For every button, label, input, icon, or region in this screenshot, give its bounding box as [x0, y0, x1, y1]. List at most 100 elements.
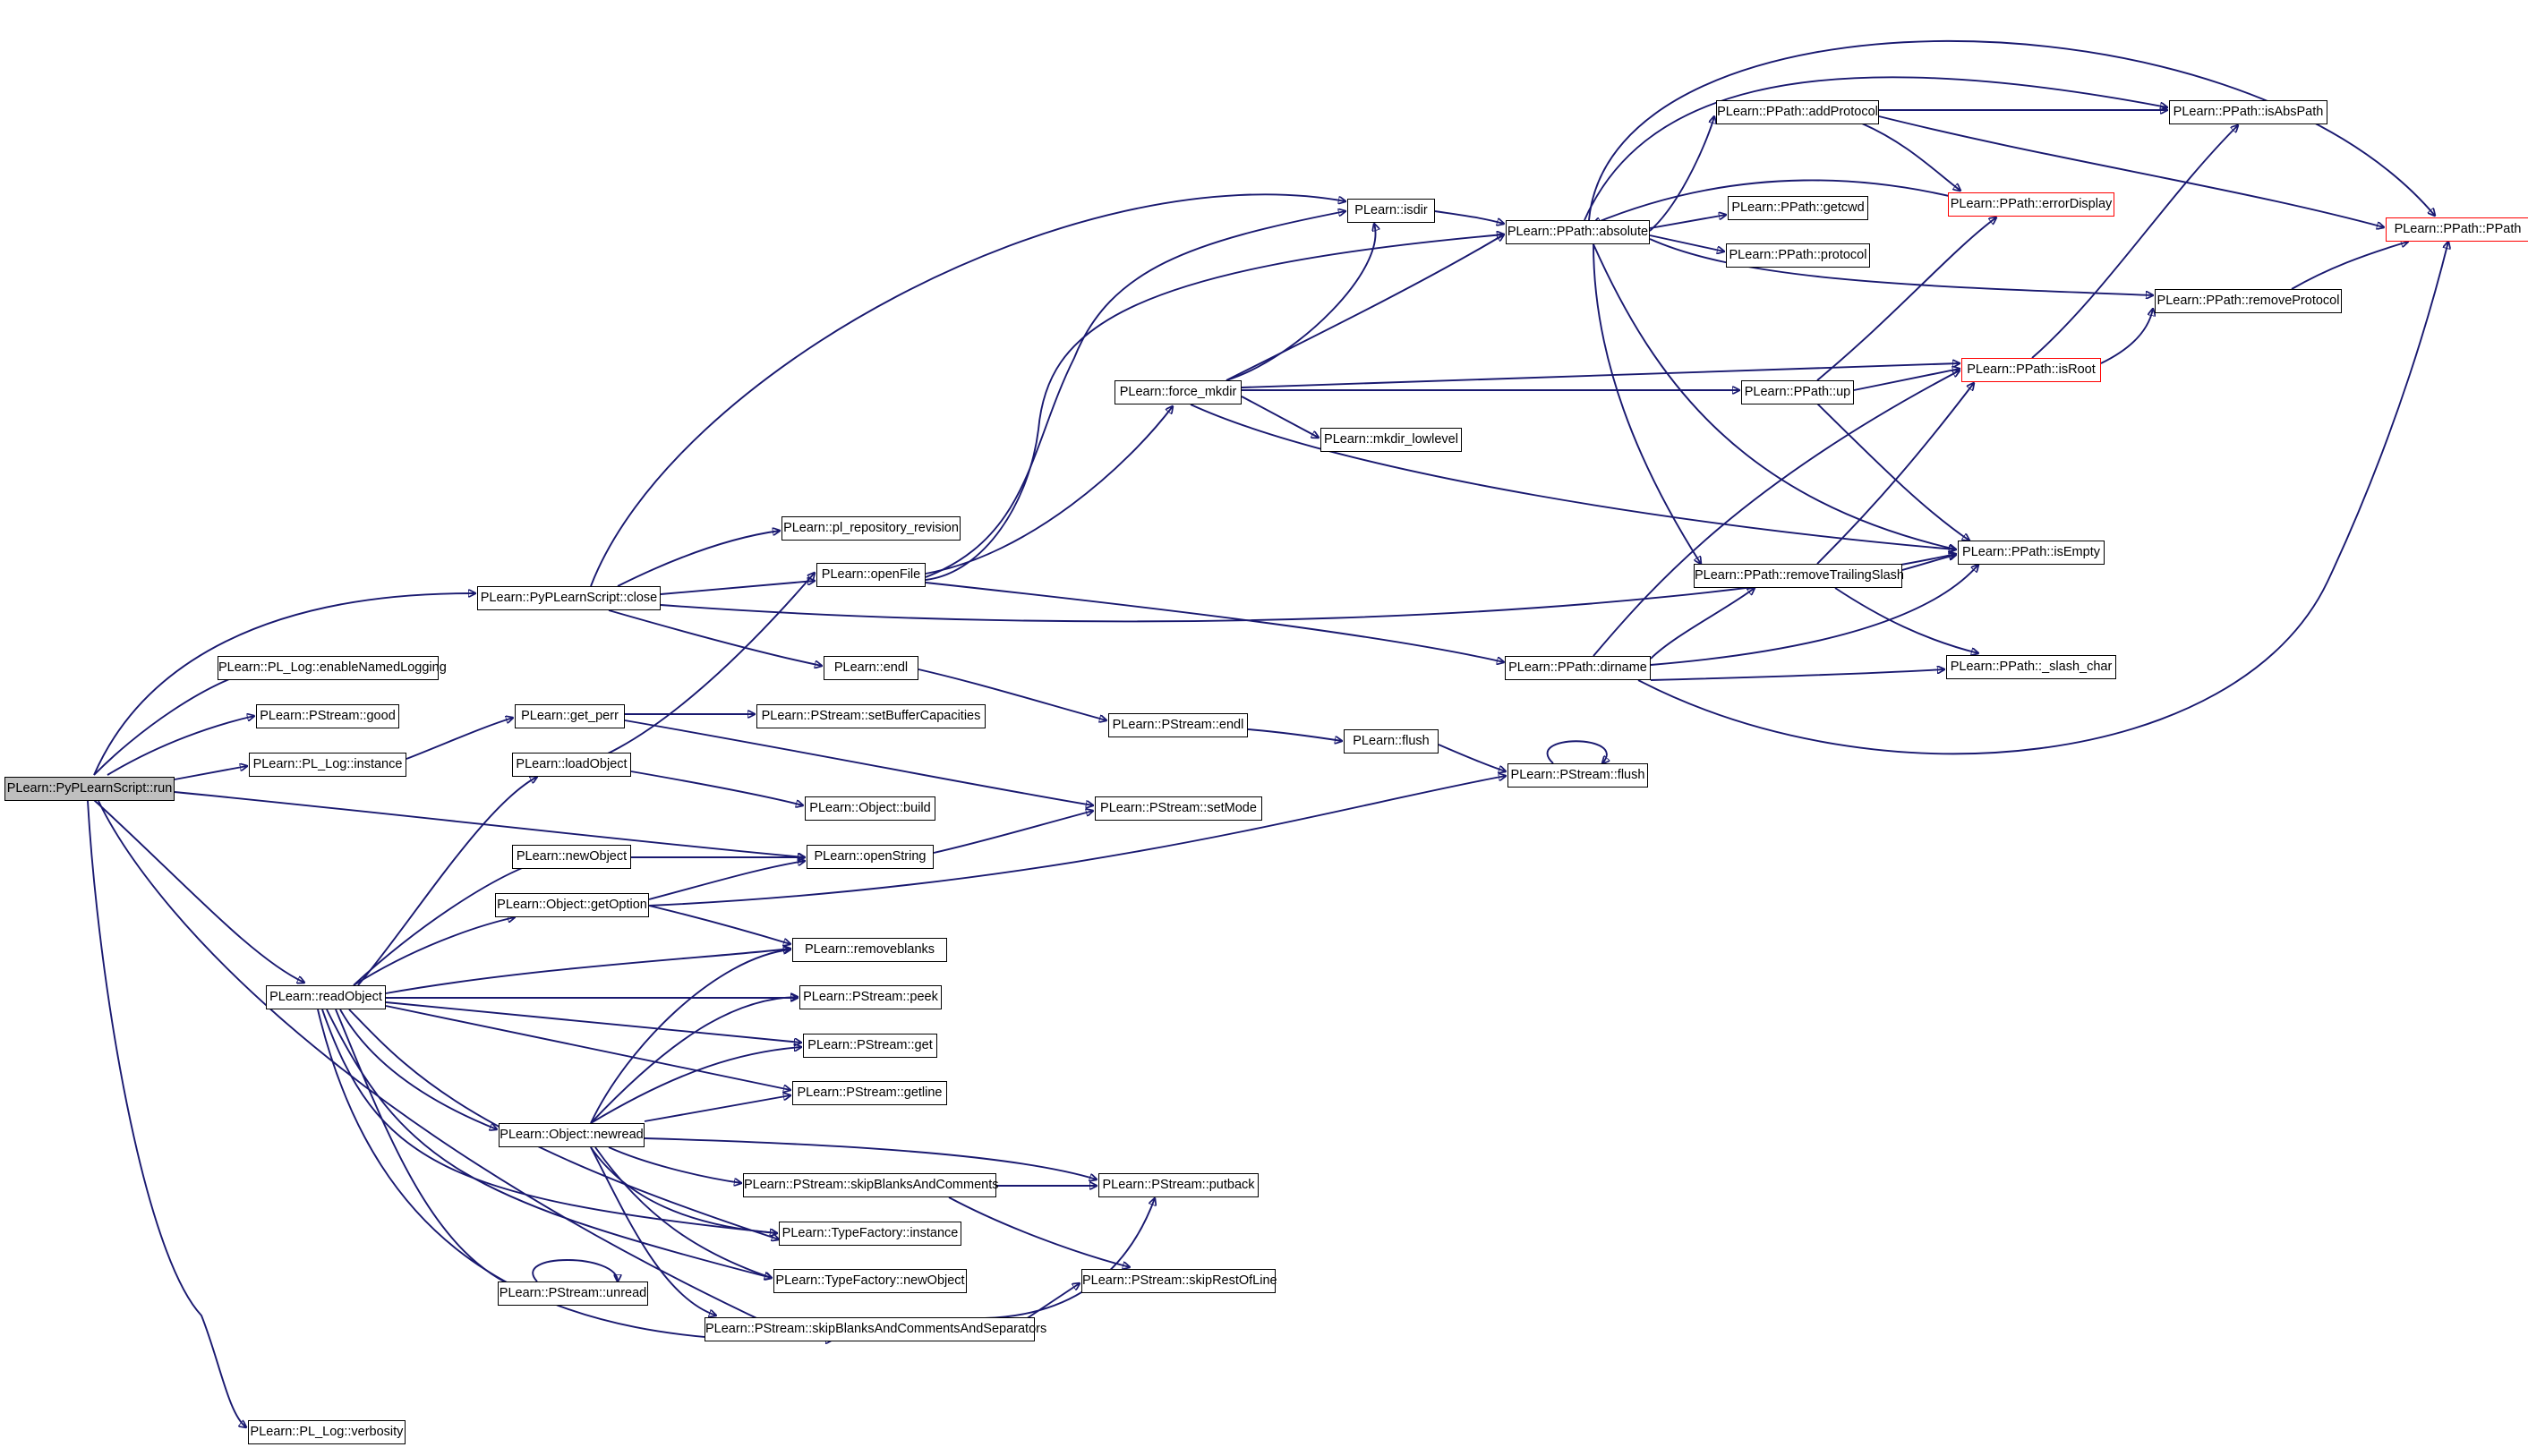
node-object-build[interactable]: PLearn::Object::build — [805, 796, 935, 821]
call-edge — [1816, 383, 1974, 565]
node-skip-rest-of-line[interactable]: PLearn::PStream::skipRestOfLine — [1081, 1269, 1277, 1293]
call-edge — [1834, 587, 1978, 653]
call-edge — [353, 917, 515, 986]
node-skip-blanks-comments-separators[interactable]: PLearn::PStream::skipBlanksAndCommentsAn… — [705, 1317, 1046, 1341]
call-edge — [174, 766, 247, 780]
call-edge — [624, 719, 1093, 805]
call-edge — [321, 1009, 777, 1233]
node-enable-named-logging[interactable]: PLearn::PL_Log::enableNamedLogging — [218, 656, 447, 680]
node-ppath-error-display[interactable]: PLearn::PPath::errorDisplay — [1948, 192, 2114, 217]
call-edge — [1650, 588, 1755, 660]
node-pstream-setmode[interactable]: PLearn::PStream::setMode — [1095, 796, 1262, 821]
call-edge — [1438, 744, 1506, 771]
call-edge — [93, 668, 265, 776]
call-edge — [1593, 243, 1956, 549]
node-removeblanks[interactable]: PLearn::removeblanks — [792, 938, 947, 962]
node-endl[interactable]: PLearn::endl — [824, 656, 918, 680]
node-pypl-close[interactable]: PLearn::PyPLearnScript::close — [477, 586, 661, 610]
call-edge — [1226, 224, 1376, 381]
call-edge — [1816, 217, 1996, 381]
call-edge — [1593, 243, 1701, 564]
node-flush[interactable]: PLearn::flush — [1344, 729, 1439, 754]
node-open-string[interactable]: PLearn::openString — [807, 845, 934, 869]
call-edge — [93, 799, 304, 983]
call-edge — [1593, 370, 1960, 657]
node-pstream-get[interactable]: PLearn::PStream::get — [803, 1034, 937, 1058]
call-edge — [925, 234, 1504, 581]
node-pl-repository-revision[interactable]: PLearn::pl_repository_revision — [781, 516, 961, 541]
call-edge — [590, 949, 790, 1124]
call-edge — [648, 861, 805, 900]
call-edge — [608, 1146, 741, 1183]
node-new-object[interactable]: PLearn::newObject — [512, 845, 631, 869]
node-ppath-up[interactable]: PLearn::PPath::up — [1741, 380, 1854, 404]
node-force-mkdir[interactable]: PLearn::force_mkdir — [1115, 380, 1242, 404]
call-edge — [984, 1198, 1155, 1319]
call-edge — [339, 1009, 497, 1129]
call-edge — [590, 1047, 801, 1124]
call-edge — [385, 1001, 801, 1043]
call-edge — [933, 811, 1093, 854]
call-edge — [357, 777, 537, 986]
node-pypl-run[interactable]: PLearn::PyPLearnScript::run — [4, 777, 175, 801]
node-ppath-ppath[interactable]: PLearn::PPath::PPath — [2386, 217, 2528, 242]
node-get-perr[interactable]: PLearn::get_perr — [515, 704, 625, 728]
call-edge — [918, 668, 1106, 720]
node-ppath-add-protocol[interactable]: PLearn::PPath::addProtocol — [1716, 100, 1879, 124]
node-pstream-peek[interactable]: PLearn::PStream::peek — [799, 985, 942, 1009]
call-edge — [1853, 369, 1960, 391]
node-ppath-slash-char[interactable]: PLearn::PPath::_slash_char — [1946, 655, 2116, 679]
call-edge — [648, 776, 1506, 907]
node-ppath-is-abs-path[interactable]: PLearn::PPath::isAbsPath — [2169, 100, 2327, 124]
call-edge — [1649, 234, 1724, 251]
node-pstream-unread[interactable]: PLearn::PStream::unread — [498, 1281, 648, 1306]
call-edge — [617, 531, 780, 587]
call-edge — [1588, 40, 2435, 221]
node-open-file[interactable]: PLearn::openFile — [816, 563, 926, 587]
node-mkdir-lowlevel[interactable]: PLearn::mkdir_lowlevel — [1320, 428, 1462, 452]
call-edge — [608, 609, 822, 666]
node-ppath-protocol[interactable]: PLearn::PPath::protocol — [1726, 243, 1870, 268]
node-object-newread[interactable]: PLearn::Object::newread — [499, 1123, 645, 1147]
node-pstream-endl[interactable]: PLearn::PStream::endl — [1108, 713, 1248, 737]
call-edge — [1637, 242, 2448, 755]
node-pl-log-instance[interactable]: PLearn::PL_Log::instance — [249, 753, 406, 777]
node-pstream-putback[interactable]: PLearn::PStream::putback — [1098, 1173, 1259, 1197]
node-isdir[interactable]: PLearn::isdir — [1347, 199, 1435, 223]
node-object-get-option[interactable]: PLearn::Object::getOption — [495, 893, 649, 917]
node-ppath-is-root[interactable]: PLearn::PPath::isRoot — [1961, 358, 2101, 382]
call-edge — [406, 718, 513, 760]
node-skip-blanks-and-comments[interactable]: PLearn::PStream::skipBlanksAndComments — [743, 1173, 999, 1197]
node-pstream-good[interactable]: PLearn::PStream::good — [256, 704, 399, 728]
call-edge — [2100, 309, 2153, 364]
call-edge — [590, 193, 1345, 587]
call-edge — [385, 1005, 790, 1090]
node-ppath-getcwd[interactable]: PLearn::PPath::getcwd — [1728, 196, 1868, 220]
node-ppath-remove-protocol[interactable]: PLearn::PPath::removeProtocol — [2155, 289, 2342, 313]
call-edge — [1546, 740, 1607, 763]
node-ppath-absolute[interactable]: PLearn::PPath::absolute — [1506, 220, 1650, 244]
call-edge — [925, 406, 1173, 575]
call-edge — [2291, 242, 2408, 290]
node-ppath-is-empty[interactable]: PLearn::PPath::isEmpty — [1958, 541, 2105, 565]
node-typefactory-newobject[interactable]: PLearn::TypeFactory::newObject — [773, 1269, 967, 1293]
call-edge — [594, 1146, 772, 1278]
call-edge — [1593, 179, 1961, 224]
node-ppath-dirname[interactable]: PLearn::PPath::dirname — [1505, 656, 1651, 680]
node-ppath-remove-trailing-slash[interactable]: PLearn::PPath::removeTrailingSlash — [1694, 564, 1904, 588]
node-typefactory-instance[interactable]: PLearn::TypeFactory::instance — [779, 1222, 961, 1246]
node-read-object[interactable]: PLearn::readObject — [266, 985, 386, 1009]
call-edge — [1241, 396, 1319, 438]
call-edge — [660, 581, 815, 595]
call-edge — [1226, 234, 1504, 381]
node-pstream-flush[interactable]: PLearn::PStream::flush — [1507, 763, 1648, 788]
call-edge — [93, 593, 475, 776]
call-edge — [98, 800, 770, 1324]
call-edge — [630, 771, 803, 805]
call-edge — [87, 800, 246, 1427]
node-set-buffer-capacities[interactable]: PLearn::PStream::setBufferCapacities — [756, 704, 986, 728]
node-load-object[interactable]: PLearn::loadObject — [512, 753, 631, 777]
node-pl-log-verbosity[interactable]: PLearn::PL_Log::verbosity — [248, 1420, 406, 1444]
node-pstream-getline[interactable]: PLearn::PStream::getline — [792, 1081, 947, 1105]
